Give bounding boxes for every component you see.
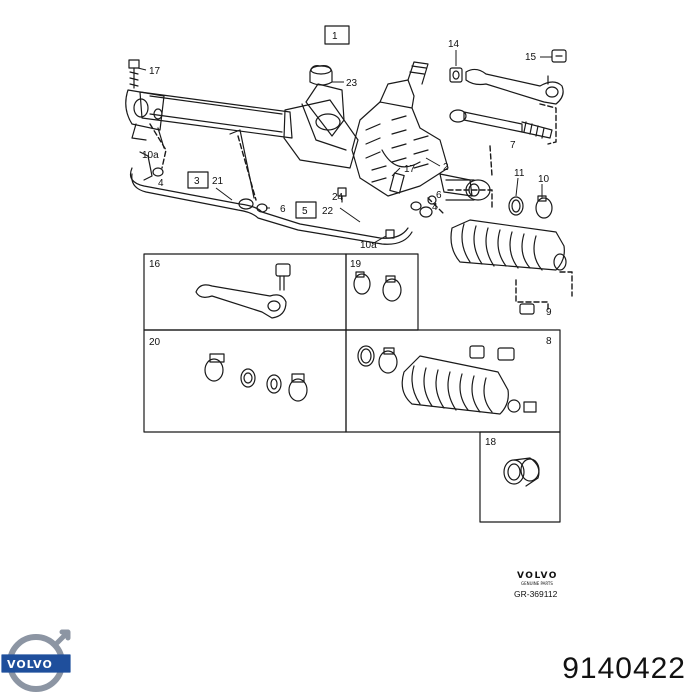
box-8 (345, 329, 561, 433)
bolt-17 (128, 59, 140, 89)
label-16: 16 (149, 259, 161, 270)
label-19: 19 (350, 259, 362, 270)
label-5: 5 (302, 206, 308, 217)
label-1: 1 (332, 31, 338, 42)
label-15: 15 (525, 52, 537, 63)
label-6a: 6 (280, 204, 286, 215)
kit-19-clamps (353, 271, 402, 302)
label-10a-left: 10a (142, 150, 159, 161)
brand-block: VOLVO GENUINE PARTS GR-369112 VOLVO (7, 571, 558, 671)
bolt-24 (337, 187, 347, 203)
box-3 (187, 171, 209, 189)
volvo-logo (1, 629, 71, 692)
label-4a: 4 (158, 178, 164, 189)
label-18: 18 (485, 437, 497, 448)
box-18 (479, 431, 561, 523)
label-17b: 17 (404, 164, 416, 175)
tie-rod-parts (449, 49, 567, 315)
box-5 (295, 201, 317, 219)
label-9: 9 (546, 307, 552, 318)
box-1 (324, 25, 350, 45)
volvo-logo-text: VOLVO (7, 658, 53, 671)
label-8: 8 (546, 336, 552, 347)
label-3: 3 (194, 176, 200, 187)
label-7: 7 (510, 140, 516, 151)
brand-name: VOLVO (517, 571, 558, 581)
bellow-boot (450, 219, 567, 271)
label-4b: 4 (432, 202, 438, 213)
steering-rack (125, 61, 491, 201)
kit-20-parts (204, 353, 308, 402)
brand-subtitle: GENUINE PARTS (521, 581, 553, 586)
label-10: 10 (538, 174, 550, 185)
leader-dashes (149, 103, 573, 311)
hose-assembly-21 (129, 127, 413, 245)
kit-boxes (143, 25, 561, 523)
kit-16-tie-rod-end (195, 263, 291, 319)
part-labels: 1 2 3 4 4 5 6 6 7 8 9 10a 10a 10 11 14 1… (142, 31, 552, 448)
label-10a-bottom: 10a (360, 240, 377, 251)
reference-code: GR-369112 (514, 589, 558, 599)
label-leaders (137, 50, 552, 245)
kit-18-bushing (503, 457, 540, 487)
label-6b: 6 (436, 190, 442, 201)
label-21: 21 (212, 176, 224, 187)
label-2: 2 (443, 162, 449, 173)
label-23: 23 (346, 78, 358, 89)
label-11: 11 (514, 168, 525, 179)
label-17a: 17 (149, 66, 161, 77)
label-14: 14 (448, 39, 460, 50)
fittings (385, 195, 437, 239)
label-20: 20 (149, 337, 161, 348)
label-22: 22 (322, 206, 334, 217)
bushing-23 (309, 65, 333, 86)
label-24: 24 (332, 192, 344, 203)
kit-8-boot (357, 345, 537, 415)
part-number: 9140422 (562, 652, 686, 685)
